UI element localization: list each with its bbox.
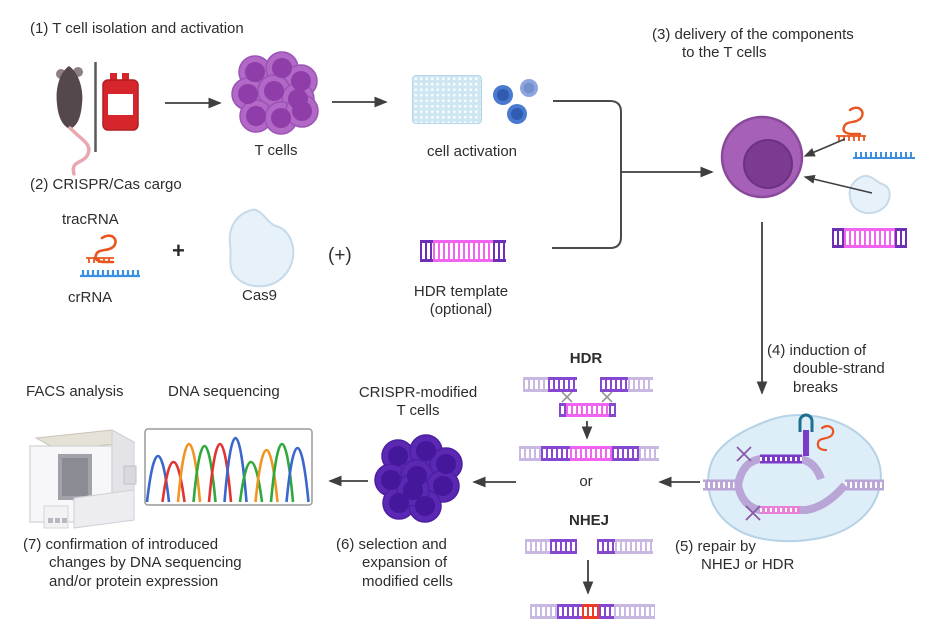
modified-t-cell-cluster bbox=[374, 434, 463, 523]
dna-segment bbox=[895, 228, 907, 248]
arrow-rna-to-cell bbox=[803, 138, 846, 157]
tracrna-label: tracRNA bbox=[62, 211, 119, 228]
tracrna-crrna-delivery-icon bbox=[836, 106, 915, 159]
dna-segment bbox=[541, 446, 570, 461]
dna-segment bbox=[639, 446, 659, 461]
cell-activation-label: cell activation bbox=[426, 143, 518, 160]
step2-label: (2) CRISPR/Cas cargo bbox=[30, 176, 182, 193]
delivery-dna bbox=[832, 228, 907, 248]
dna-segment bbox=[559, 403, 566, 417]
dna-segment bbox=[519, 446, 541, 461]
t-cell-cluster bbox=[231, 51, 319, 135]
chromatogram-peaks bbox=[145, 436, 310, 503]
rnp-guide-rna bbox=[798, 413, 835, 456]
dna-sequencing-label: DNA sequencing bbox=[168, 383, 280, 400]
cas9-cargo-icon bbox=[228, 208, 295, 288]
dna-segment bbox=[433, 240, 493, 262]
scissors-icon bbox=[736, 446, 761, 521]
dna-segment bbox=[530, 604, 557, 619]
sequencing-chromatogram bbox=[144, 428, 313, 506]
dna-segment bbox=[582, 604, 599, 619]
tracrna-crrna-cargo-icon bbox=[80, 234, 140, 278]
dna-segment bbox=[597, 539, 615, 554]
hdr-heading: HDR bbox=[569, 350, 603, 367]
nhej-broken-dna-right bbox=[597, 539, 653, 554]
chromatogram-peak bbox=[176, 443, 202, 503]
dna-segment bbox=[493, 240, 506, 262]
step1-label: (1) T cell isolation and activation bbox=[30, 20, 244, 37]
dna-segment bbox=[614, 604, 655, 619]
target-t-cell bbox=[720, 115, 804, 199]
well-plate-icon bbox=[412, 75, 482, 124]
dna-segment bbox=[615, 539, 653, 554]
dna-segment bbox=[570, 446, 612, 461]
cas9-rnp-complex bbox=[703, 413, 884, 543]
step6-label: (6) selection and expansion of modified … bbox=[336, 536, 453, 590]
chromatogram-peak bbox=[161, 461, 186, 503]
chromatogram-peak bbox=[254, 449, 279, 503]
dna-segment bbox=[557, 604, 582, 619]
merge-bracket bbox=[552, 100, 622, 249]
dna-segment bbox=[612, 446, 639, 461]
chromatogram-peak bbox=[192, 445, 217, 503]
mouse-icon bbox=[56, 66, 91, 176]
arrow-cas9-to-cell bbox=[803, 174, 873, 194]
nhej-broken-dna-left bbox=[525, 539, 577, 554]
chromatogram-peak bbox=[145, 454, 171, 503]
crrna-label: crRNA bbox=[68, 289, 113, 306]
dna-segment bbox=[550, 539, 577, 554]
hdr-template-label: HDR template (optional) bbox=[413, 283, 509, 319]
dna-segment bbox=[628, 377, 653, 392]
nhej-repaired-dna bbox=[530, 604, 655, 619]
chromatogram-peak bbox=[269, 443, 295, 503]
rnp-dna-strands bbox=[703, 454, 884, 514]
plus-optional-sign: (+) bbox=[328, 245, 352, 266]
step5-label: (5) repair by NHEJ or HDR bbox=[675, 538, 795, 574]
hdr-broken-dna-right bbox=[600, 377, 653, 392]
crispr-modified-label: CRISPR-modified T cells bbox=[358, 384, 478, 420]
dna-segment bbox=[566, 403, 609, 417]
hdr-broken-dna-left bbox=[523, 377, 577, 392]
dna-segment bbox=[832, 228, 844, 248]
dna-segment bbox=[609, 403, 616, 417]
step3-label: (3) delivery of the components to the T … bbox=[652, 26, 854, 62]
step4-label: (4) induction of double-strand breaks bbox=[767, 342, 885, 396]
chromatogram-peak bbox=[238, 461, 264, 503]
dna-segment bbox=[525, 539, 550, 554]
blood-bag-icon bbox=[102, 73, 139, 131]
t-cells-label: T cells bbox=[254, 142, 298, 159]
cas9-label: Cas9 bbox=[242, 287, 278, 304]
hdr-cross-marks bbox=[561, 391, 613, 403]
or-label: or bbox=[579, 473, 593, 490]
step7-label: (7) confirmation of introduced changes b… bbox=[23, 536, 242, 590]
chromatogram-peak bbox=[285, 447, 310, 503]
dna-segment bbox=[548, 377, 577, 392]
dna-segment bbox=[599, 604, 614, 619]
hdr-patch-dna bbox=[559, 403, 616, 417]
dna-segment bbox=[523, 377, 548, 392]
facs-analysis-label: FACS analysis bbox=[26, 383, 124, 400]
plus-sign: + bbox=[172, 238, 185, 263]
dna-segment bbox=[844, 228, 895, 248]
dna-segment bbox=[420, 240, 433, 262]
chromatogram-peak bbox=[207, 443, 233, 503]
cas9-delivery-icon bbox=[848, 174, 891, 215]
dna-segment bbox=[600, 377, 628, 392]
nhej-heading: NHEJ bbox=[568, 512, 609, 529]
activation-beads-icon bbox=[493, 79, 538, 124]
hdr-template-dna bbox=[420, 240, 506, 262]
hdr-repaired-dna bbox=[519, 446, 659, 461]
facs-machine-icon bbox=[29, 429, 137, 529]
